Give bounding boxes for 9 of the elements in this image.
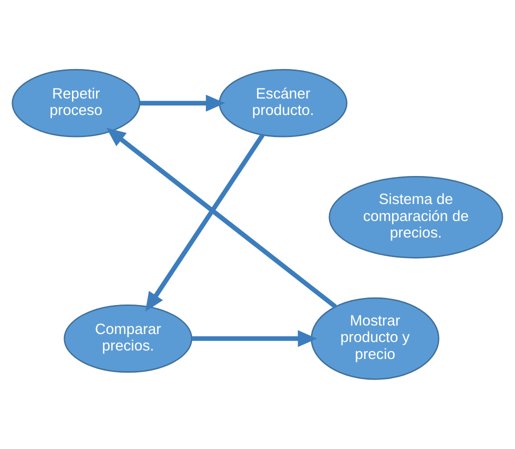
arrow: [106, 128, 337, 309]
arrow: [192, 330, 318, 347]
node-ellipse: Comparar precios.: [64, 304, 192, 373]
node-ellipse: Escáner producto.: [218, 69, 348, 138]
node-ellipse: Repetir proceso: [12, 69, 140, 138]
node-ellipse: Mostrar producto y precio: [310, 297, 440, 380]
node-ellipse: Sistema de comparación de precios.: [328, 176, 504, 258]
arrow: [145, 134, 265, 312]
arrow: [140, 94, 226, 112]
